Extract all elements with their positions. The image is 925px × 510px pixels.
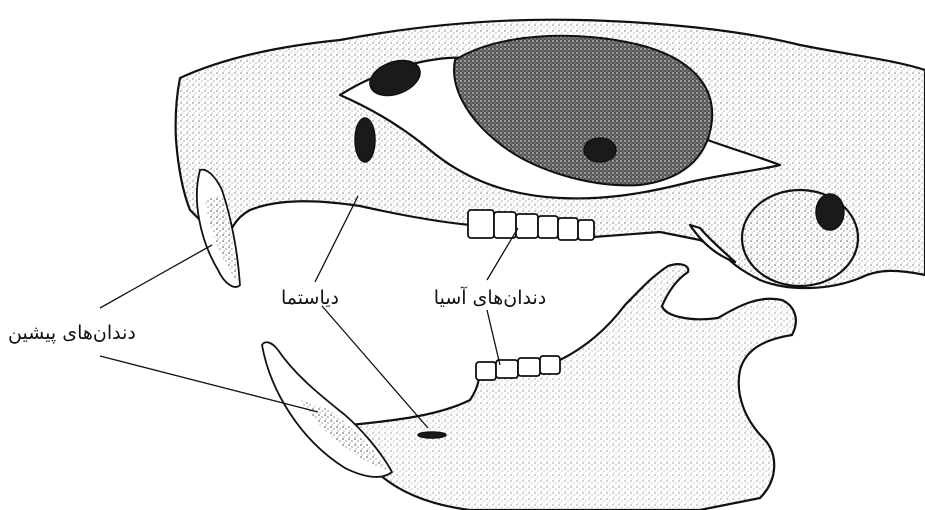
cranium (176, 20, 925, 288)
diastema-leader-upper (315, 196, 358, 282)
mandible-stipple (350, 264, 796, 510)
diastema-label: دیاستما (281, 287, 339, 309)
nasal-opening (355, 118, 375, 162)
incisors-leader-upper (100, 245, 212, 308)
mental-foramen (418, 432, 446, 438)
molars-leader-lower (487, 310, 500, 365)
incisors-label: دندان‌های پیشین (8, 322, 136, 344)
ear-opening (816, 194, 844, 230)
molars-label: دندان‌های آسیا (434, 285, 546, 309)
palatine-foramen (584, 138, 616, 162)
